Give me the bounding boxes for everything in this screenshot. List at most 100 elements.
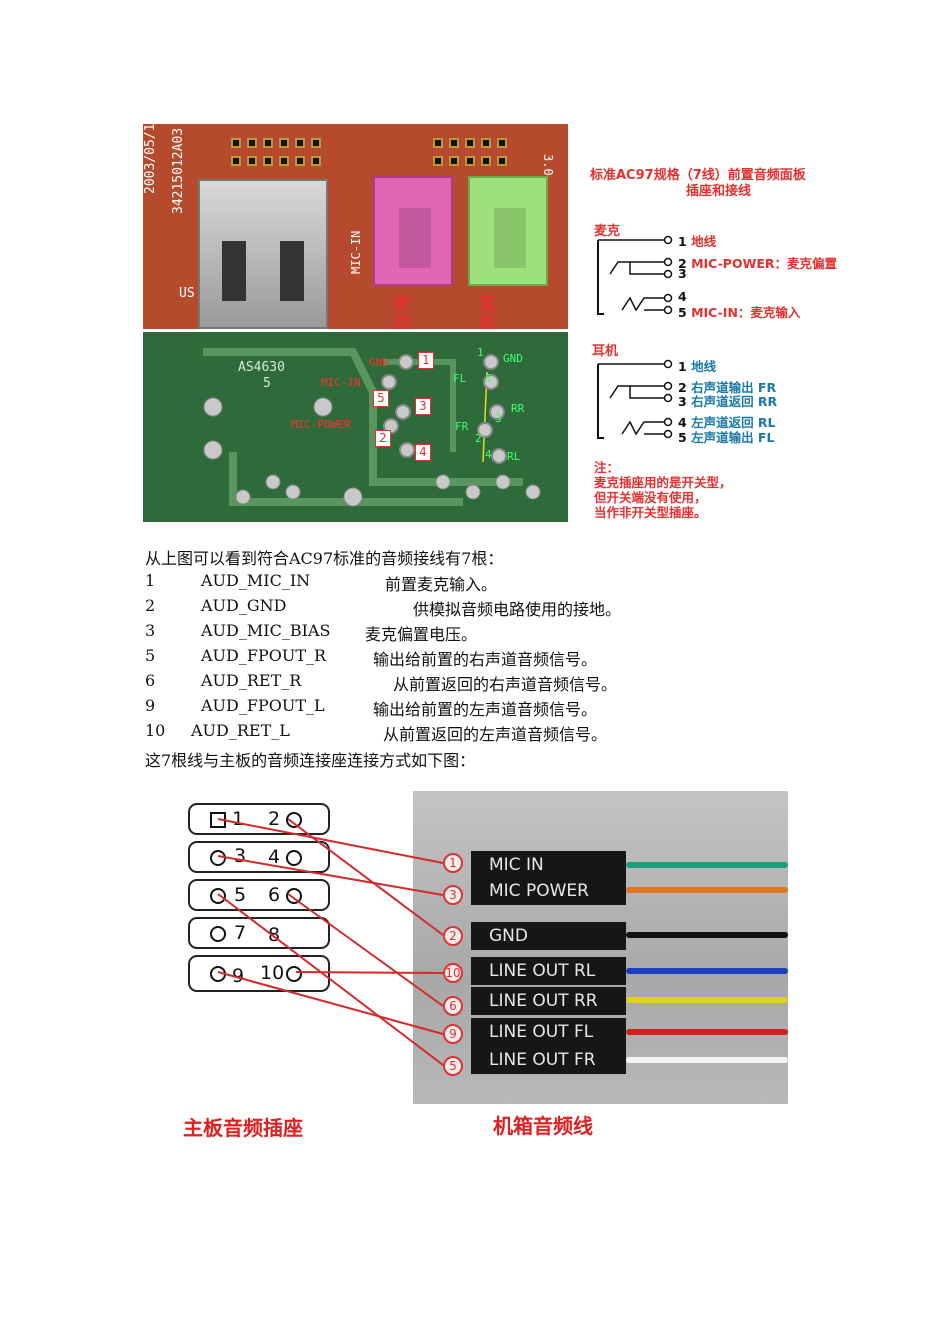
round-pin-icon xyxy=(210,966,226,982)
pcb-mic-in-print: MIC-IN xyxy=(349,230,363,274)
wire xyxy=(626,997,788,1003)
marker-circle: 1 xyxy=(443,853,463,873)
header-row-3-4: 3 4 xyxy=(188,841,330,873)
pad-number: 3 xyxy=(495,412,502,425)
marker-circle: 10 xyxy=(443,963,463,983)
header-row-5-6: 5 6 xyxy=(188,879,330,911)
connector-mic-in: MIC IN xyxy=(471,851,626,879)
header-row-1-2: 1 2 xyxy=(188,803,330,835)
ac97-wiring-diagram: 标准AC97规格（7线）前置音频面板 插座和接线 麦克 1 地线 2 MIC-P… xyxy=(590,160,890,530)
connector-mic-power: MIC POWER xyxy=(471,877,626,905)
mic-jack-label: 麦克 xyxy=(393,295,410,329)
pad-number: 4 xyxy=(485,448,492,461)
pad-label-fl: FL xyxy=(453,372,467,385)
signal-row: 6 AUD_RET_R 从前置返回的右声道音频信号。 xyxy=(145,671,618,694)
headphone-jack-label: 耳机 xyxy=(479,295,496,329)
signal-row: 9 AUD_FPOUT_L 输出给前置的左声道音频信号。 xyxy=(145,696,598,719)
diagram-title-line2: 插座和接线 xyxy=(686,184,752,199)
marker-circle: 2 xyxy=(443,926,463,946)
marker-circle: 9 xyxy=(443,1024,463,1044)
signal-row: 5 AUD_FPOUT_R 输出给前置的右声道音频信号。 xyxy=(145,646,598,669)
pad-number: 2 xyxy=(475,432,482,445)
pin-number: 5 xyxy=(234,884,247,906)
headphone-row: 1 地线 xyxy=(678,359,717,374)
wire xyxy=(626,862,788,868)
pin-number: 9 xyxy=(232,965,245,987)
pcb-usb-label: US xyxy=(179,286,195,301)
pad-label-mic-in: MIC-IN xyxy=(321,376,361,389)
mic-row: 1 地线 xyxy=(678,234,717,249)
headphone-section-head: 耳机 xyxy=(592,344,619,359)
signal-row: 1 AUD_MIC_IN 前置麦克输入。 xyxy=(145,571,498,594)
round-pin-icon xyxy=(210,850,226,866)
pcb-front-side: 2003/05/14 34215012A03 US MIC-IN 3.0 麦克 … xyxy=(143,124,568,329)
signal-row: 2 AUD_GND 供模拟音频电路使用的接地。 xyxy=(145,596,622,619)
pin-number: 2 xyxy=(268,808,281,830)
pin-number: 6 xyxy=(268,884,281,906)
chassis-audio-cable-photo: MIC IN MIC POWER GND LINE OUT RL LINE OU… xyxy=(413,791,788,1104)
pin-number: 1 xyxy=(232,808,245,830)
round-pin-icon xyxy=(210,926,226,942)
marker-circle: 6 xyxy=(443,996,463,1016)
pad-number: 3 xyxy=(415,398,431,415)
mic-row: 4 xyxy=(678,289,687,304)
headphone-jack-symbol xyxy=(597,359,673,439)
headphone-row: 4 左声道返回 RL xyxy=(678,415,776,430)
usb-port-image xyxy=(198,179,328,329)
connector-line-out-rl: LINE OUT RL xyxy=(471,957,626,985)
caption-chassis-cable: 机箱音频线 xyxy=(493,1114,593,1138)
front-panel-photo: 2003/05/14 34215012A03 US MIC-IN 3.0 麦克 … xyxy=(143,124,568,522)
pin-number: 7 xyxy=(234,922,247,944)
wire xyxy=(626,1057,788,1063)
pcb-back-side: AS4630 5 GND MIC-IN MIC-POWER 1 5 3 2 4 … xyxy=(143,332,568,522)
pad-label-rr: RR xyxy=(511,402,525,415)
pcb-part-number: 34215012A03 xyxy=(171,127,186,214)
round-pin-icon xyxy=(286,812,302,828)
pin-number: 3 xyxy=(234,845,247,867)
connector-line-out-fl: LINE OUT FL xyxy=(471,1018,626,1046)
mic-jack-symbol xyxy=(597,235,673,315)
pin-number: 4 xyxy=(268,846,281,868)
headphone-row: 3 右声道返回 RR xyxy=(678,394,778,409)
round-pin-icon xyxy=(286,850,302,866)
pad-label-mic-power: MIC-POWER xyxy=(291,418,351,431)
wire xyxy=(626,968,788,974)
wire xyxy=(626,932,788,938)
pad-label-rl: RL xyxy=(507,450,521,463)
mic-row: 2 MIC-POWER：麦克偏置 xyxy=(678,256,838,271)
pcb-model: AS4630 xyxy=(238,360,285,375)
outro-paragraph: 这7根线与主板的音频连接座连接方式如下图： xyxy=(145,751,476,770)
pcb-board-rev: 3.0 xyxy=(541,154,555,176)
diagram-title-line1: 标准AC97规格（7线）前置音频面板 xyxy=(590,168,806,183)
mic-jack-image xyxy=(373,176,453,286)
pcb-date: 2003/05/14 xyxy=(143,124,158,194)
headphone-row: 2 右声道输出 FR xyxy=(678,380,777,395)
round-pin-icon xyxy=(286,966,302,982)
pcb-back-number: 5 xyxy=(263,376,271,391)
square-pin-icon xyxy=(210,812,226,828)
marker-circle: 5 xyxy=(443,1056,463,1076)
diagram-note: 注： 麦克插座用的是开关型， 但开关端没有使用， 当作非开关型插座。 xyxy=(594,460,732,520)
marker-circle: 3 xyxy=(443,885,463,905)
intro-paragraph: 从上图可以看到符合AC97标准的音频接线有7根： xyxy=(145,549,504,568)
headphone-jack-image xyxy=(468,176,548,286)
pad-number: 1 xyxy=(418,352,434,369)
wire xyxy=(626,887,788,893)
caption-motherboard-header: 主板音频插座 xyxy=(183,1116,303,1140)
connector-gnd: GND xyxy=(471,922,626,950)
headphone-row: 5 左声道输出 FL xyxy=(678,430,775,445)
pad-number: 2 xyxy=(375,430,391,447)
pad-number: 5 xyxy=(373,390,389,407)
pad-label-gnd-hp: GND xyxy=(503,352,523,365)
pad-number: 1 xyxy=(477,346,484,359)
pad-label-gnd-mic: GND xyxy=(369,356,389,369)
mic-section-head: 麦克 xyxy=(594,224,621,239)
connector-line-out-rr: LINE OUT RR xyxy=(471,987,626,1015)
round-pin-icon xyxy=(286,888,302,904)
signal-row: 10 AUD_RET_L 从前置返回的左声道音频信号。 xyxy=(145,721,608,744)
pin-number: 10 xyxy=(260,962,285,984)
header-row-7-8: 7 8 xyxy=(188,917,330,949)
header-row-9-10: 9 10 xyxy=(188,955,330,992)
signal-row: 3 AUD_MIC_BIAS 麦克偏置电压。 xyxy=(145,621,478,644)
wire xyxy=(626,1029,788,1035)
